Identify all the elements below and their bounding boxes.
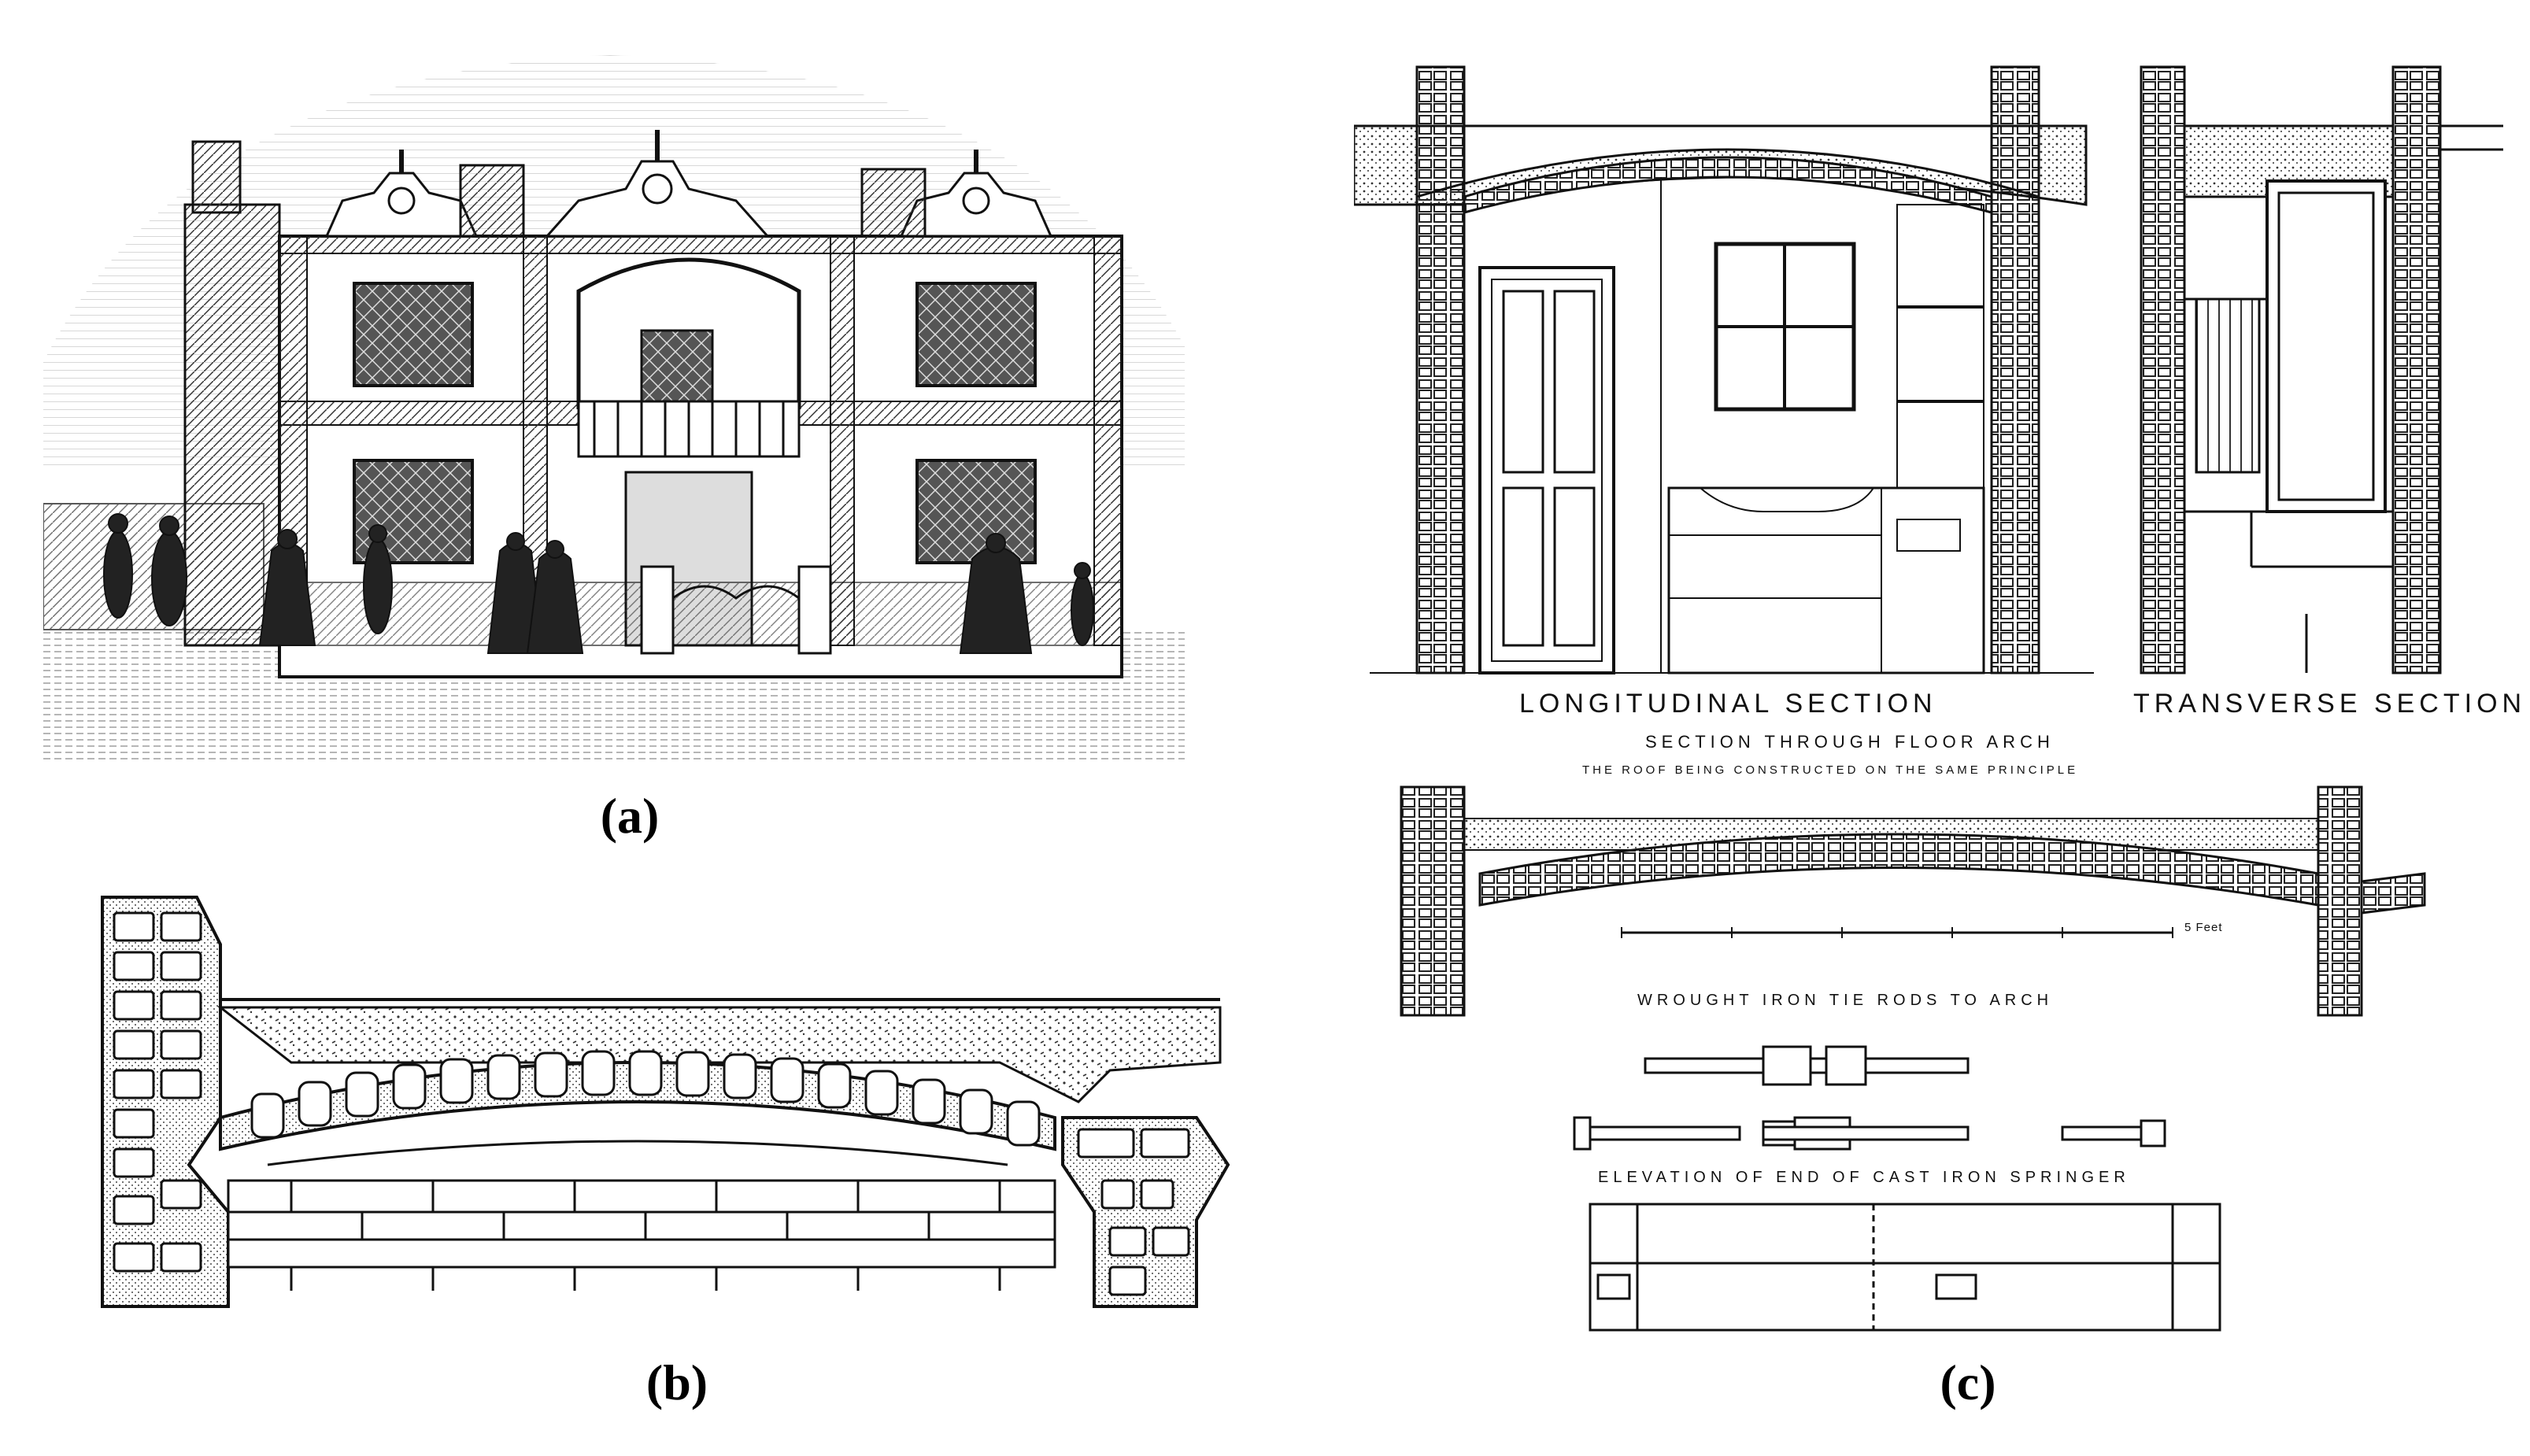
floor-arch-section <box>1400 785 2426 1017</box>
label-tie-rods: WROUGHT IRON TIE RODS TO ARCH <box>1637 992 2054 1009</box>
label-roof-note: THE ROOF BEING CONSTRUCTED ON THE SAME P… <box>1582 763 2079 777</box>
longitudinal-section <box>1354 65 2094 674</box>
caption-c: (c) <box>1940 1354 1996 1410</box>
panel-b-floor-arch-section <box>55 881 1259 1338</box>
tie-rods-drawing <box>1573 1045 2166 1151</box>
springer-elevation <box>1589 1203 2221 1332</box>
building-engraving-svg <box>43 55 1185 763</box>
label-longitudinal-section: LONGITUDINAL SECTION <box>1519 689 1937 719</box>
transverse-section <box>2140 65 2503 674</box>
label-scale-unit: 5 Feet <box>2184 921 2223 934</box>
label-transverse-section: TRANSVERSE SECTION <box>2133 689 2527 719</box>
panel-c-engineering-drawing: LONGITUDINAL SECTION TRANSVERSE SECTION … <box>1354 47 2521 1338</box>
engineering-drawing-svg <box>1354 65 2503 1332</box>
caption-a: (a) <box>600 788 660 844</box>
label-section-through-floor-arch: SECTION THROUGH FLOOR ARCH <box>1645 732 2055 752</box>
label-cast-iron-springer: ELEVATION OF END OF CAST IRON SPRINGER <box>1598 1169 2130 1186</box>
floor-arch-svg <box>101 896 1230 1308</box>
panel-a-building-engraving <box>43 31 1185 763</box>
caption-b: (b) <box>645 1354 708 1410</box>
